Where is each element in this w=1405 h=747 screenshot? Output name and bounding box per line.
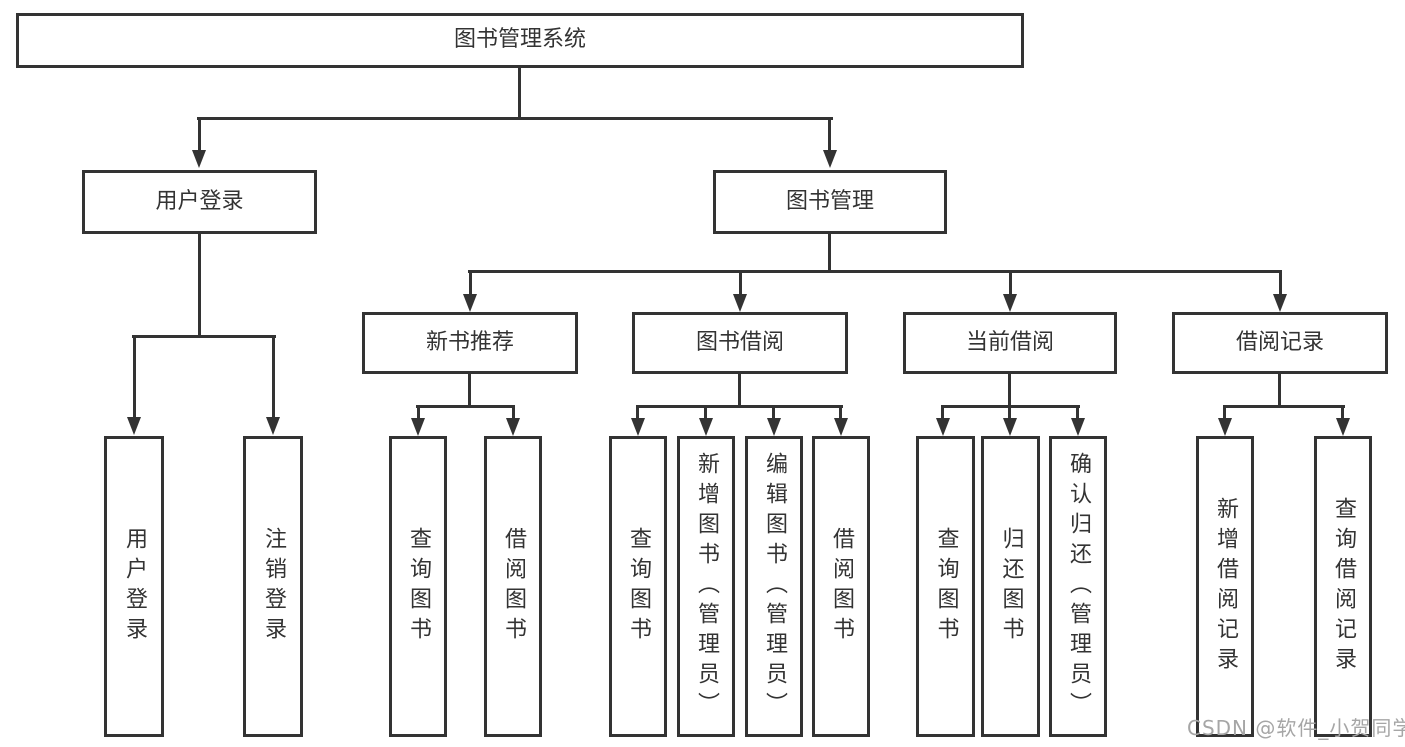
connector-leaf-drop <box>636 405 639 420</box>
arrowhead-down-icon <box>936 418 950 436</box>
connector-to-borrow-records <box>1279 270 1282 296</box>
connector-to-logout-leaf <box>272 335 275 418</box>
leaf-label: 编辑图书（管理员） <box>762 451 787 722</box>
arrowhead-down-icon <box>411 418 425 436</box>
leaf-label: 查询图书 <box>626 526 651 647</box>
arrowhead-down-icon <box>192 150 206 168</box>
leaf-add-book-admin: 新增图书（管理员） <box>677 436 735 737</box>
csdn-watermark: CSDN @软件_小贺同学 <box>1187 716 1405 740</box>
arrowhead-down-icon <box>1273 294 1287 312</box>
arrowhead-down-icon <box>127 417 141 435</box>
arrowhead-down-icon <box>1003 418 1017 436</box>
connector-root-stem <box>518 66 521 119</box>
leaf-label: 归还图书 <box>998 526 1024 647</box>
connector-to-user-login-leaf <box>133 335 136 418</box>
leaf-user-login: 用户登录 <box>104 436 164 737</box>
leaf-label: 借阅图书 <box>501 526 526 647</box>
connector-leaf-drop <box>772 405 775 420</box>
arrowhead-down-icon <box>1003 294 1017 312</box>
connector-borrow-records-rail <box>1223 405 1345 408</box>
connector-leaf-drop <box>512 405 515 420</box>
connector-book-borrow-stem <box>738 372 741 407</box>
leaf-label: 查询图书 <box>406 526 431 647</box>
node-label: 用户登录 <box>155 188 244 214</box>
connector-to-current-borrow <box>1009 270 1012 296</box>
connector-leaf-drop <box>1341 405 1344 420</box>
arrowhead-down-icon <box>733 294 747 312</box>
leaf-query-book-current: 查询图书 <box>916 436 975 737</box>
node-book-borrow: 图书借阅 <box>632 312 848 374</box>
arrowhead-down-icon <box>631 418 645 436</box>
node-label: 新书推荐 <box>425 329 514 355</box>
leaf-query-book-borrow: 查询图书 <box>609 436 667 737</box>
connector-leaf-drop <box>704 405 707 420</box>
leaf-label: 注销登录 <box>261 526 286 647</box>
leaf-label: 借阅图书 <box>829 526 854 647</box>
leaf-return-book: 归还图书 <box>981 436 1040 737</box>
connector-recommend-stem <box>468 372 471 407</box>
leaf-query-borrow-record: 查询借阅记录 <box>1314 436 1372 737</box>
node-label: 当前借阅 <box>965 329 1054 355</box>
connector-to-new-book-recommend <box>469 270 472 296</box>
connector-root-rail <box>197 117 833 120</box>
node-label: 图书管理 <box>785 188 874 214</box>
connector-leaf-drop <box>839 405 842 420</box>
arrowhead-down-icon <box>1336 418 1350 436</box>
node-label: 图书管理系统 <box>453 27 586 53</box>
leaf-borrow-book-recommend: 借阅图书 <box>484 436 542 737</box>
connector-borrow-records-stem <box>1278 372 1281 407</box>
node-book-management: 图书管理 <box>713 170 947 234</box>
arrowhead-down-icon <box>834 418 848 436</box>
connector-leaf-drop <box>941 405 944 420</box>
connector-leaf-drop <box>417 405 420 420</box>
arrowhead-down-icon <box>1218 418 1232 436</box>
connector-book-borrow-rail <box>636 405 843 408</box>
leaf-logout: 注销登录 <box>243 436 303 737</box>
arrowhead-down-icon <box>767 418 781 436</box>
arrowhead-down-icon <box>823 150 837 168</box>
connector-book-management-stem <box>828 232 831 272</box>
leaf-label: 新增借阅记录 <box>1213 496 1238 677</box>
leaf-add-borrow-record: 新增借阅记录 <box>1196 436 1254 737</box>
node-current-borrow: 当前借阅 <box>903 312 1117 374</box>
connector-to-book-borrow <box>739 270 742 296</box>
leaf-borrow-book: 借阅图书 <box>812 436 870 737</box>
connector-leaf-drop <box>1223 405 1226 420</box>
connector-user-login-stem <box>198 232 201 338</box>
arrowhead-down-icon <box>699 418 713 436</box>
arrowhead-down-icon <box>506 418 520 436</box>
leaf-query-book-recommend: 查询图书 <box>389 436 447 737</box>
leaf-label: 查询借阅记录 <box>1331 496 1356 677</box>
node-library-management-system: 图书管理系统 <box>16 13 1024 68</box>
connector-current-borrow-stem <box>1008 372 1011 407</box>
connector-leaf-drop <box>1008 405 1011 420</box>
connector-book-management-rail <box>468 270 1282 273</box>
connector-recommend-rail <box>416 405 515 408</box>
connector-user-login-rail <box>132 335 276 338</box>
leaf-label: 查询图书 <box>933 526 959 647</box>
arrowhead-down-icon <box>266 417 280 435</box>
node-borrow-records: 借阅记录 <box>1172 312 1388 374</box>
connector-leaf-drop <box>1076 405 1079 420</box>
node-new-book-recommend: 新书推荐 <box>362 312 578 374</box>
node-label: 图书借阅 <box>695 329 784 355</box>
arrowhead-down-icon <box>463 294 477 312</box>
leaf-label: 用户登录 <box>122 526 147 647</box>
connector-root-to-user-login <box>198 117 201 151</box>
leaf-label: 新增图书（管理员） <box>694 451 719 722</box>
leaf-edit-book-admin: 编辑图书（管理员） <box>745 436 803 737</box>
node-user-login-group: 用户登录 <box>82 170 317 234</box>
node-label: 借阅记录 <box>1235 329 1324 355</box>
leaf-label: 确认归还（管理员） <box>1066 451 1091 722</box>
leaf-confirm-return-admin: 确认归还（管理员） <box>1049 436 1107 737</box>
connector-root-to-book-management <box>828 117 831 151</box>
arrowhead-down-icon <box>1071 418 1085 436</box>
